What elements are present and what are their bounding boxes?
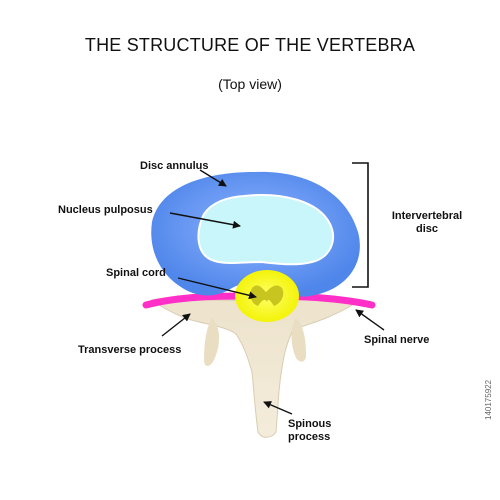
- arrow-transverse-process: [161, 313, 191, 337]
- label-spinal-cord: Spinal cord: [106, 267, 166, 279]
- nucleus-pulposus: [197, 194, 335, 266]
- diagram-subtitle: (Top view): [218, 76, 282, 92]
- label-disc-annulus: Disc annulus: [140, 160, 209, 172]
- label-spinous-process-line2: process: [288, 431, 331, 443]
- intervertebral-disc-bracket: [352, 162, 369, 288]
- diagram-title: THE STRUCTURE OF THE VERTEBRA: [84, 35, 416, 55]
- label-nucleus-pulposus: Nucleus pulposus: [58, 204, 153, 216]
- arrow-spinous-process: [263, 401, 293, 415]
- label-intervertebral-disc-line1: Intervertebral: [391, 210, 463, 222]
- spinal-cord: [235, 270, 299, 322]
- arrow-nucleus-pulposus: [169, 212, 241, 229]
- vertebral-bone: [150, 297, 362, 438]
- arrow-disc-annulus: [199, 169, 227, 187]
- label-transverse-process: Transverse process: [78, 344, 182, 356]
- label-intervertebral-disc-line2: disc: [415, 223, 438, 235]
- label-intervertebral-disc: Intervertebral disc: [382, 210, 472, 236]
- stock-image-id: 140175922: [484, 379, 493, 420]
- label-spinous-process: Spinous process: [288, 418, 348, 444]
- label-spinous-process-line1: Spinous: [288, 418, 332, 430]
- label-spinal-nerve: Spinal nerve: [364, 334, 430, 346]
- arrow-spinal-cord: [177, 277, 257, 300]
- arrow-spinal-nerve: [355, 309, 385, 331]
- callout-arrows: [161, 169, 385, 415]
